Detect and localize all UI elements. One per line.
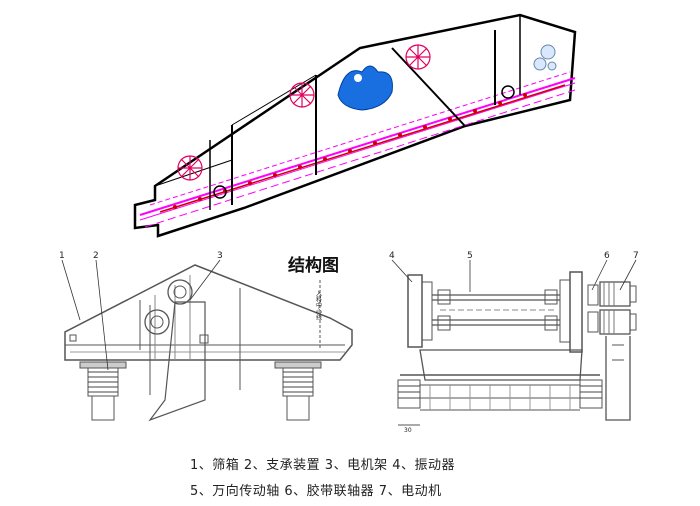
top-section-view [133, 13, 577, 238]
shaft-coupling [437, 289, 451, 305]
cardan-shaft-upper [432, 294, 560, 301]
screen-deck-line [144, 89, 576, 228]
callout-6: 6 [604, 251, 610, 261]
vibrator-wheel [405, 44, 431, 70]
screen-deck-line [139, 82, 576, 221]
vibrator-wheel [177, 155, 203, 181]
vibrator-side-plate [421, 281, 433, 341]
callout-4: 4 [389, 251, 395, 261]
motor-endcap [629, 313, 637, 331]
bearing-circle [213, 185, 227, 199]
diagram-title: 结构图 [288, 256, 339, 276]
side-inspection-port [199, 334, 209, 344]
end-spring-coils [398, 385, 420, 399]
callout-leaders-left [61, 259, 221, 371]
side-screen-box [64, 264, 353, 361]
end-elevation-view [397, 271, 637, 426]
legend-line-2: 5、万向传动轴 6、胶带联轴器 7、电动机 [190, 484, 442, 499]
legend-line-1: 1、筛箱 2、支承装置 3、电机架 4、振动器 [190, 458, 455, 473]
side-vibrator-hub [150, 315, 164, 329]
bearing-circle [501, 85, 515, 99]
support-spring-right [274, 361, 322, 421]
vibrator-wheel [289, 82, 315, 108]
side-frame-line [139, 288, 241, 395]
side-motor-frame [148, 301, 206, 422]
cardan-shaft-lower [432, 319, 560, 326]
support-spring-left [79, 361, 127, 421]
shaft-coupling [544, 289, 558, 305]
end-spring-coils [580, 385, 602, 399]
motor-mount-shape [337, 65, 393, 111]
callout-7: 7 [633, 251, 639, 261]
motor-fins [603, 282, 615, 334]
belt-coupling [587, 284, 599, 306]
side-vibrator [144, 309, 170, 335]
side-vibrator [167, 279, 193, 305]
screen-deck-line [139, 77, 576, 216]
screen-box-outline [133, 13, 577, 238]
drive-gear-cluster [533, 44, 557, 71]
vibrator-side-plate [559, 279, 571, 343]
motor-mount-hole [354, 74, 362, 82]
callout-1: 1 [59, 251, 65, 261]
deck-bolts [173, 93, 527, 209]
end-base-line [400, 384, 600, 411]
motor-stand [605, 336, 631, 421]
motor-stand-brace [612, 344, 624, 361]
feed-centerline-note: 入料中心线 [315, 290, 322, 320]
side-vibrator-hub [173, 285, 187, 299]
side-elevation-view [64, 264, 353, 422]
shaft-coupling [437, 315, 451, 331]
end-support-right [579, 379, 603, 409]
vibrator-side-plate [407, 274, 423, 348]
side-inspection-port [69, 334, 77, 342]
callout-leaders-right [391, 259, 637, 292]
belt-coupling [587, 311, 599, 333]
callout-5: 5 [467, 251, 473, 261]
motor-endcap [629, 285, 637, 303]
callout-3: 3 [217, 251, 223, 261]
end-support-left [397, 379, 421, 409]
deck-support-line [159, 84, 566, 213]
motor-frame-strut [391, 47, 466, 127]
dimension-value: 30 [404, 427, 412, 434]
shaft-coupling [544, 315, 558, 331]
screen-deck-line [149, 71, 571, 206]
vibrator-side-plate [569, 271, 583, 353]
callout-2: 2 [93, 251, 99, 261]
screen-panel-lines [429, 385, 571, 410]
